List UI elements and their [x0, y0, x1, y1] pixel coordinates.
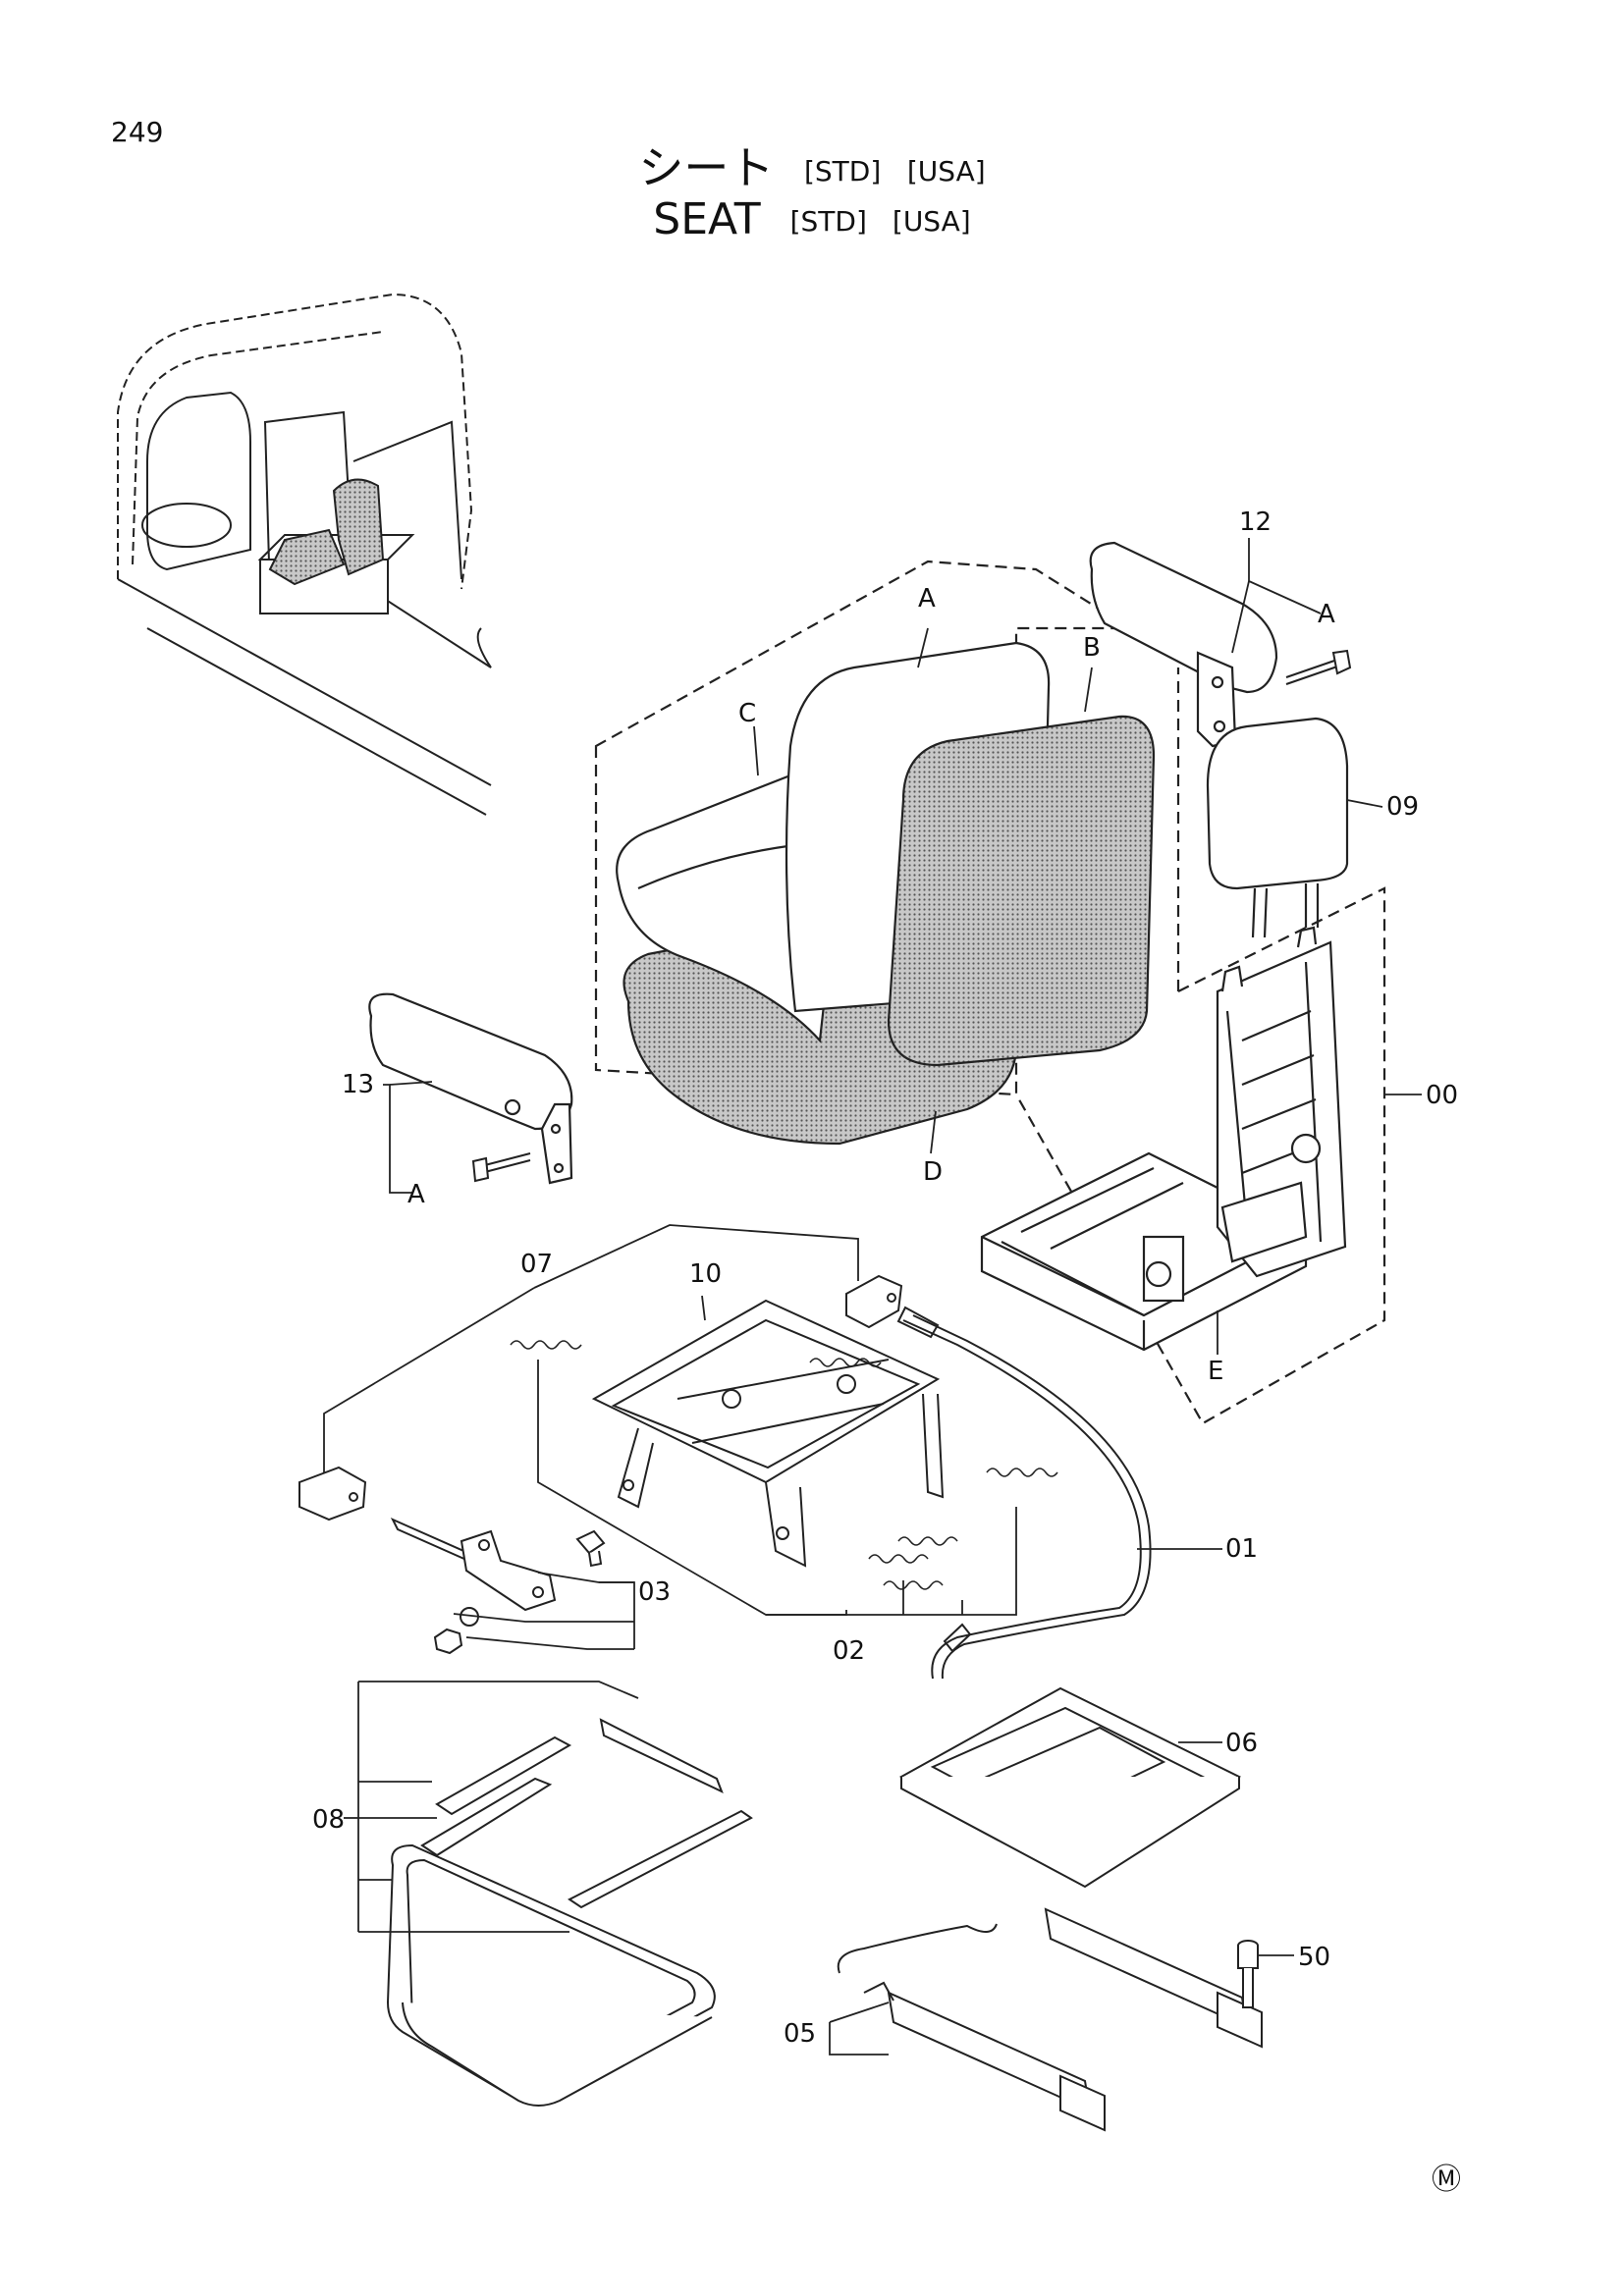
callout-12: 12	[1239, 507, 1272, 537]
lever-block-left	[298, 1466, 367, 1522]
slide-bracket	[898, 1686, 1242, 1889]
seat-back-cover-b	[887, 715, 1156, 1067]
title-japanese-main: シート	[638, 141, 775, 194]
armrest-left	[368, 992, 573, 1185]
callout-03: 03	[638, 1577, 671, 1607]
letter-b: B	[1083, 633, 1101, 663]
cab-location-thumbnail	[117, 293, 492, 816]
callout-10: 10	[689, 1259, 722, 1289]
coil-springs	[510, 1340, 1058, 1590]
title-english-main: SEAT	[653, 194, 761, 244]
callout-13: 13	[342, 1070, 374, 1099]
base-frame	[386, 1718, 753, 2107]
slide-rails	[837, 1907, 1263, 2132]
stopper-bolt	[575, 1529, 606, 1568]
letter-c: C	[738, 699, 756, 728]
callout-06: 06	[1225, 1729, 1258, 1758]
armrest-bolt-left	[471, 1152, 531, 1183]
m-marker-icon: Ⓜ	[1432, 2163, 1461, 2197]
title-english-tag-usa: [USA]	[892, 205, 971, 238]
callout-05: 05	[784, 2019, 816, 2049]
callout-00: 00	[1426, 1081, 1458, 1110]
armrest-bolt-right	[1285, 649, 1352, 685]
title-japanese: シート [STD] [USA]	[0, 133, 1624, 197]
callout-50: 50	[1298, 1943, 1330, 1972]
letter-e: E	[1208, 1357, 1223, 1386]
title-japanese-tag-std: [STD]	[803, 155, 882, 187]
cab-seat-highlight-icon	[268, 478, 385, 586]
callout-08: 08	[312, 1805, 345, 1835]
suspension-mechanism	[591, 1299, 945, 1568]
stopper-bracket	[390, 1517, 557, 1612]
page-number: 249	[111, 116, 164, 148]
seat-cushion-assembly	[616, 641, 1156, 1146]
mounting-bolt	[1237, 1940, 1259, 2008]
callout-09: 09	[1386, 792, 1419, 822]
callout-01: 01	[1225, 1534, 1258, 1564]
title-english-tag-std: [STD]	[789, 205, 867, 238]
letter-a-left-armrest: A	[407, 1180, 425, 1209]
callout-07: 07	[520, 1250, 553, 1279]
letter-a-right-armrest: A	[1318, 600, 1335, 629]
stopper-nut	[433, 1628, 463, 1655]
title-english: SEAT [STD] [USA]	[0, 194, 1624, 244]
title-japanese-tag-usa: [USA]	[906, 155, 986, 187]
lever-block-right	[845, 1274, 903, 1329]
seat-frame	[980, 926, 1347, 1352]
leader-lines	[323, 538, 1422, 2056]
headrest	[1206, 717, 1349, 938]
armrest-right	[1089, 541, 1278, 748]
letter-a-back-cushion: A	[918, 584, 936, 614]
callout-02: 02	[833, 1636, 865, 1666]
letter-d: D	[923, 1157, 943, 1187]
adjustment-cable	[896, 1306, 1152, 1680]
